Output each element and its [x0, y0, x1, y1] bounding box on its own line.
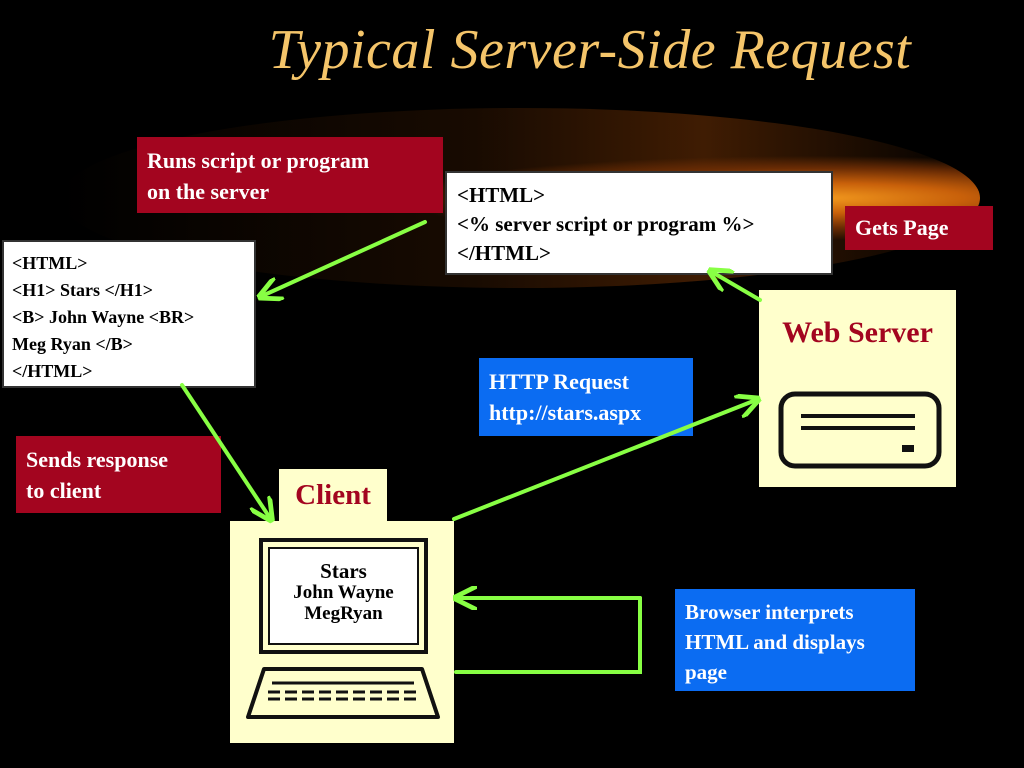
browser-line-1: Browser interprets — [685, 600, 854, 624]
browser-line-3: page — [685, 660, 727, 684]
arrow-response-to-client — [180, 383, 270, 518]
arrow-browser-display — [454, 596, 642, 674]
response-html-line-5: </HTML> — [12, 361, 93, 381]
http-request-line-1: HTTP Request — [489, 369, 629, 394]
runs-script-line-2: on the server — [147, 179, 270, 204]
runs-script-line-1: Runs script or program — [147, 148, 370, 173]
runs-script-box: Runs script or program on the server — [137, 137, 443, 213]
sends-response-line-2: to client — [26, 478, 102, 503]
browser-line-2: HTML and displays — [685, 630, 865, 654]
http-request-line-2: http://stars.aspx — [489, 400, 642, 425]
arrow-client-to-server — [452, 400, 756, 521]
response-html-line-4: Meg Ryan </B> — [12, 334, 133, 354]
response-html-line-2: <H1> Stars </H1> — [12, 280, 154, 300]
computer-icon — [246, 538, 440, 719]
http-request-box: HTTP Request http://stars.aspx — [479, 358, 693, 436]
sends-response-box: Sends response to client — [16, 436, 221, 513]
web-server-label: Web Server — [782, 316, 933, 349]
gets-page-label: Gets Page — [855, 215, 949, 240]
response-html-line-3: <B> John Wayne <BR> — [12, 307, 195, 327]
client-label: Client — [295, 479, 371, 511]
server-script-line-1: <HTML> — [457, 183, 546, 207]
screen-line-2: MegRyan — [304, 603, 383, 624]
server-script-line-3: </HTML> — [457, 241, 551, 265]
client-label-box: Client — [279, 469, 387, 521]
response-html-line-1: <HTML> — [12, 253, 88, 273]
server-script-code-box: <HTML> <% server script or program %> </… — [445, 171, 833, 275]
server-icon — [778, 391, 942, 469]
response-html-box: <HTML> <H1> Stars </H1> <B> John Wayne <… — [2, 240, 256, 388]
arrow-script-to-response — [262, 220, 427, 296]
gets-page-box: Gets Page — [845, 206, 993, 250]
server-script-line-2: <% server script or program %> — [457, 212, 755, 236]
sends-response-line-1: Sends response — [26, 447, 169, 472]
slide-title: Typical Server-Side Request — [268, 19, 912, 81]
arrow-server-to-script — [712, 272, 762, 302]
client-screen-text: Stars John Wayne MegRyan — [269, 559, 418, 625]
screen-line-1: John Wayne — [293, 582, 394, 603]
screen-title: Stars — [320, 559, 367, 583]
browser-interprets-box: Browser interprets HTML and displays pag… — [675, 589, 915, 691]
web-server-panel: Web Server — [759, 290, 956, 487]
client-computer-panel: Stars John Wayne MegRyan — [230, 521, 454, 743]
